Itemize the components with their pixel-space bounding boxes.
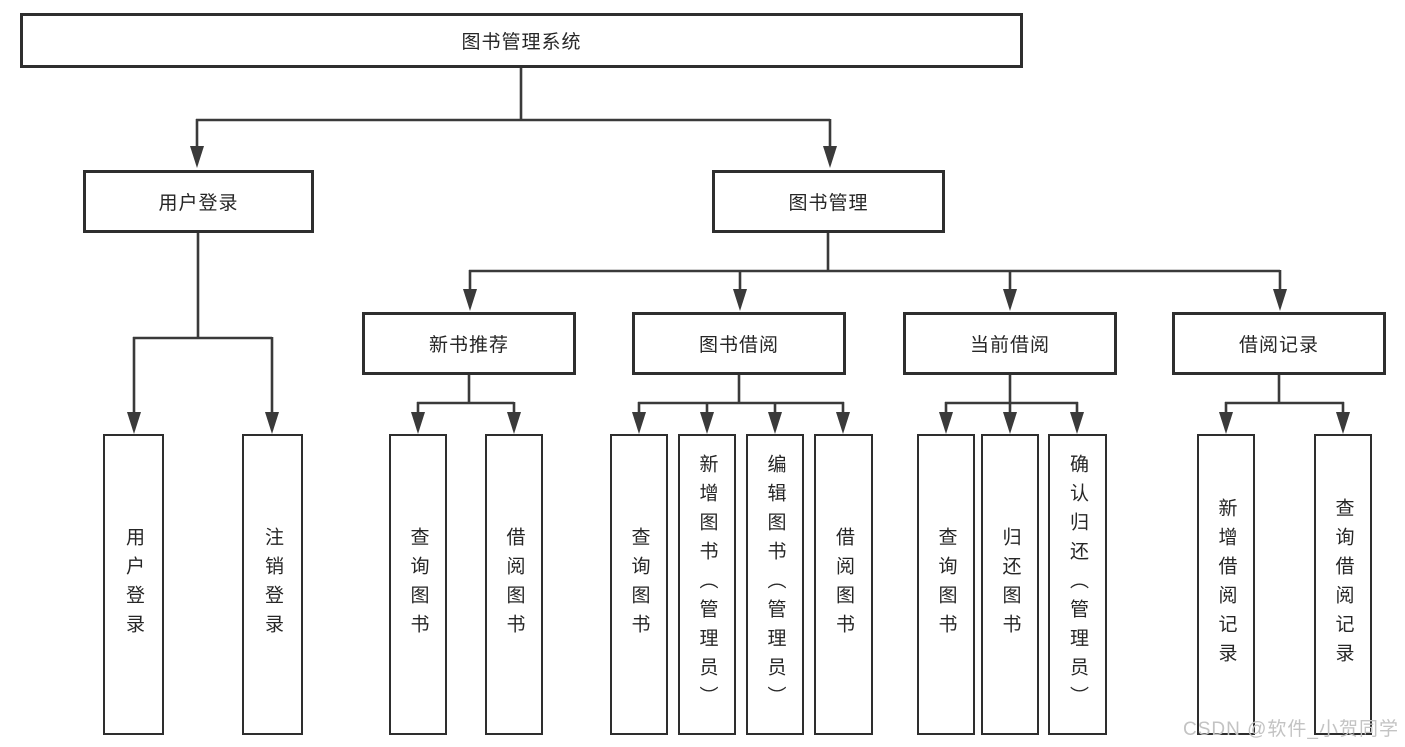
leaf-query-books-current: 查询图书: [917, 434, 975, 735]
leaf-query-books-borrowing: 查询图书: [610, 434, 668, 735]
leaf-label: 编辑图书（管理员）: [764, 454, 786, 715]
leaf-query-books-newbooks: 查询图书: [389, 434, 447, 735]
leaf-label: 查询借阅记录: [1332, 497, 1354, 672]
node-label: 图书管理: [788, 193, 869, 214]
leaf-query-borrow-record: 查询借阅记录: [1314, 434, 1372, 735]
leaf-user-login: 用户登录: [103, 434, 164, 735]
leaf-borrow-books-newbooks: 借阅图书: [485, 434, 543, 735]
node-label: 借阅记录: [1238, 335, 1319, 356]
node-label: 图书管理系统: [461, 32, 582, 53]
leaf-label: 新增借阅记录: [1215, 497, 1237, 672]
leaf-label: 查询图书: [935, 526, 957, 643]
node-label: 图书借阅: [698, 335, 779, 356]
node-book-borrowing: 图书借阅: [632, 312, 846, 375]
leaf-borrow-books-borrowing: 借阅图书: [814, 434, 873, 735]
node-label: 新书推荐: [428, 335, 509, 356]
leaf-label: 归还图书: [999, 526, 1021, 643]
leaf-label: 注销登录: [262, 526, 283, 643]
leaf-label: 查询图书: [407, 526, 429, 643]
leaf-return-books: 归还图书: [981, 434, 1039, 735]
leaf-logout: 注销登录: [242, 434, 303, 735]
node-label: 用户登录: [158, 193, 239, 214]
csdn-watermark: CSDN @软件_小贺同学: [1183, 719, 1399, 740]
leaf-label: 用户登录: [123, 526, 144, 643]
node-user-login: 用户登录: [83, 170, 314, 233]
node-current-borrowing: 当前借阅: [903, 312, 1117, 375]
node-label: 当前借阅: [969, 335, 1050, 356]
leaf-label: 借阅图书: [833, 526, 854, 643]
leaf-label: 新增图书（管理员）: [696, 454, 718, 715]
leaf-edit-books-admin: 编辑图书（管理员）: [746, 434, 804, 735]
node-book-management: 图书管理: [712, 170, 945, 233]
leaf-confirm-return-admin: 确认归还（管理员）: [1048, 434, 1107, 735]
leaf-label: 查询图书: [628, 526, 650, 643]
node-borrowing-records: 借阅记录: [1172, 312, 1386, 375]
leaf-label: 借阅图书: [503, 526, 525, 643]
leaf-add-books-admin: 新增图书（管理员）: [678, 434, 736, 735]
node-library-management-system: 图书管理系统: [20, 13, 1023, 68]
leaf-add-borrow-record: 新增借阅记录: [1197, 434, 1255, 735]
node-new-book-recommendation: 新书推荐: [362, 312, 576, 375]
leaf-label: 确认归还（管理员）: [1067, 454, 1088, 715]
